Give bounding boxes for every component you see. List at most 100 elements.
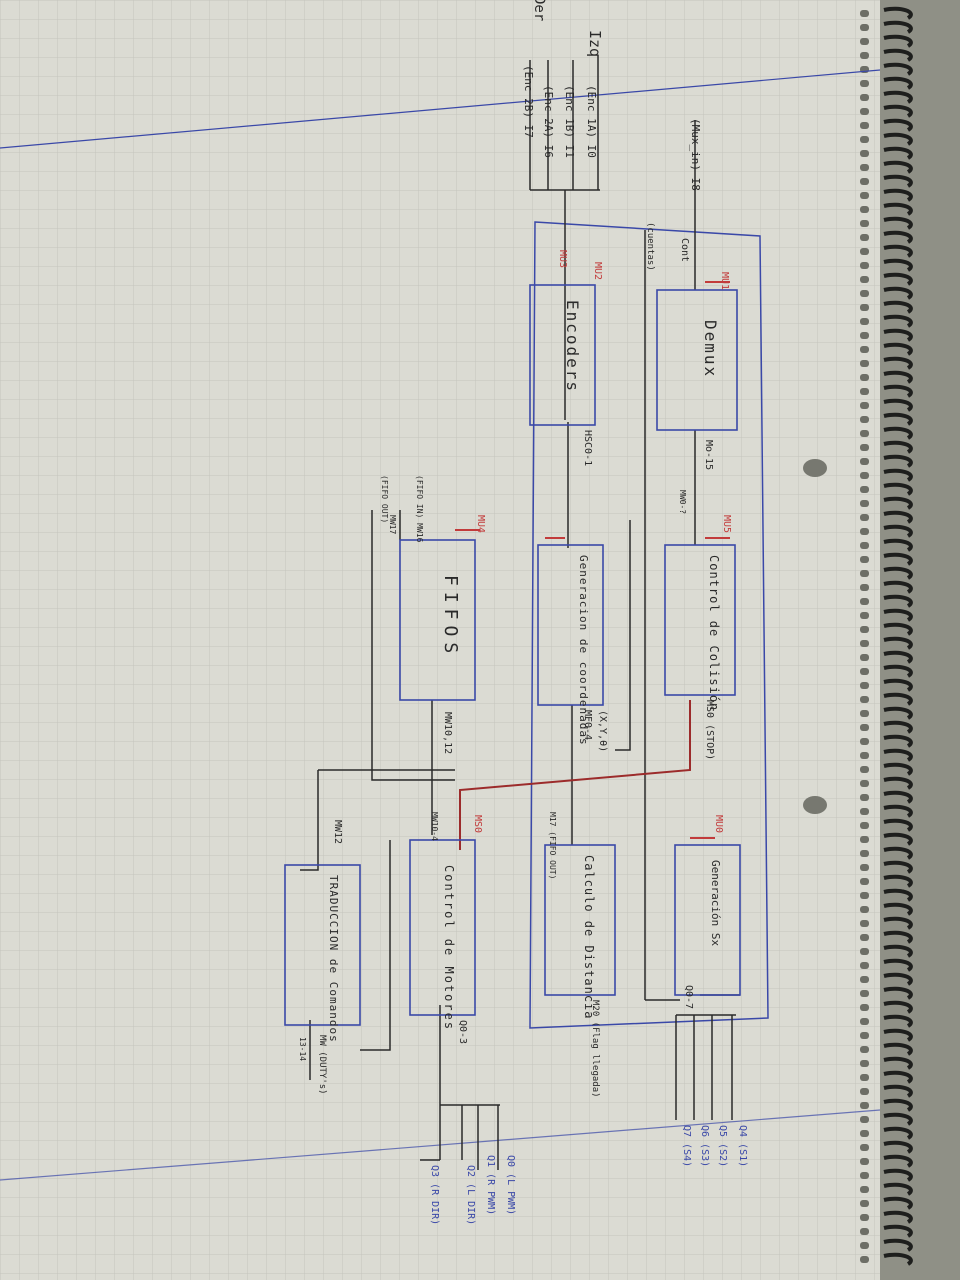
spiral-coil xyxy=(883,468,913,482)
spiral-hole xyxy=(860,220,869,227)
blocks xyxy=(284,284,741,1026)
block-generacion-coordenadas-label: Generacion de coordenadas xyxy=(577,555,590,746)
spiral-coil xyxy=(883,1210,913,1224)
spiral-hole xyxy=(860,780,869,787)
spiral-hole xyxy=(860,1130,869,1137)
sig-q07: Q0-7 xyxy=(683,985,694,1009)
spiral-hole xyxy=(860,150,869,157)
spiral-coil xyxy=(883,62,913,76)
wiring xyxy=(300,55,740,1170)
spiral-hole xyxy=(860,822,869,829)
spiral-hole xyxy=(860,766,869,773)
spiral-hole xyxy=(860,500,869,507)
spiral-binding xyxy=(860,6,913,1266)
spiral-coil xyxy=(883,1112,913,1126)
output-motor-3: Q3 (R DIR) xyxy=(429,1165,440,1225)
spiral-coil xyxy=(883,1042,913,1056)
output-motor-1: Q1 (R PWM) xyxy=(485,1155,496,1215)
output-motor-0: Q0 (L PWM) xyxy=(505,1155,516,1215)
spiral-coil xyxy=(883,1238,913,1252)
spiral-hole xyxy=(860,206,869,213)
spiral-hole xyxy=(860,626,869,633)
spiral-coil xyxy=(883,482,913,496)
block-calculo-distancia xyxy=(544,844,616,996)
spiral-coil xyxy=(883,650,913,664)
spiral-hole xyxy=(860,402,869,409)
sig-mw-duty: MW (DUTY's) xyxy=(317,1035,327,1095)
spiral-coil xyxy=(883,48,913,62)
sig-hsc: HSC0-1 xyxy=(582,430,593,466)
spiral-coil xyxy=(883,454,913,468)
spiral-hole xyxy=(860,934,869,941)
spiral-hole xyxy=(860,486,869,493)
spiral-coil xyxy=(883,426,913,440)
spiral-coil xyxy=(883,1252,913,1266)
spiral-coil xyxy=(883,1056,913,1070)
output-sx-0: Q4 (S1) xyxy=(737,1125,748,1167)
spiral-coil xyxy=(883,314,913,328)
block-fifos xyxy=(399,539,476,701)
spiral-coil xyxy=(883,594,913,608)
output-sx-2: Q6 (S3) xyxy=(699,1125,710,1167)
label-enc-3: (Enc 2B) I7 xyxy=(522,65,535,138)
label-mux-in: (Mux_in) I8 xyxy=(689,118,702,191)
spiral-coil xyxy=(883,90,913,104)
label-enc-2: (Enc 2A) I6 xyxy=(542,85,555,158)
spiral-coil xyxy=(883,1140,913,1154)
spiral-hole xyxy=(860,374,869,381)
output-sx-1: Q5 (S2) xyxy=(717,1125,728,1167)
spiral-hole xyxy=(860,234,869,241)
spiral-coil xyxy=(883,538,913,552)
sig-mso-stop: MS0 (STOP) xyxy=(704,700,715,760)
sig-mw: MW0-? xyxy=(678,490,687,514)
spiral-coil xyxy=(883,1168,913,1182)
spiral-coil xyxy=(883,160,913,174)
spiral-hole xyxy=(860,94,869,101)
tag-mu3: MU3 xyxy=(557,250,568,268)
spiral-hole xyxy=(860,584,869,591)
spiral-coil xyxy=(883,972,913,986)
block-generacion-coordenadas xyxy=(537,544,604,706)
spiral-coil xyxy=(883,230,913,244)
spiral-hole xyxy=(860,388,869,395)
sig-mw12: MW12 xyxy=(332,820,343,844)
spiral-hole xyxy=(860,794,869,801)
spiral-hole xyxy=(860,136,869,143)
spiral-hole xyxy=(860,570,869,577)
spiral-coil xyxy=(883,286,913,300)
spiral-coil xyxy=(883,328,913,342)
spiral-hole xyxy=(860,542,869,549)
spiral-hole xyxy=(860,710,869,717)
spiral-hole xyxy=(860,1074,869,1081)
spiral-coil xyxy=(883,762,913,776)
spiral-coil xyxy=(883,1154,913,1168)
tag-mu0: MU0 xyxy=(713,815,724,833)
sig-xyo: (X,Y,θ) xyxy=(597,710,608,752)
spiral-hole xyxy=(860,1060,869,1067)
spiral-hole xyxy=(860,430,869,437)
spiral-hole xyxy=(860,360,869,367)
spiral-coil xyxy=(883,174,913,188)
label-group-izq: Izq xyxy=(586,30,604,57)
block-encoders xyxy=(529,284,596,426)
spiral-coil xyxy=(883,776,913,790)
spiral-coil xyxy=(883,790,913,804)
spiral-hole xyxy=(860,164,869,171)
sig-m17-fifo: M17 (FIFO OUT) xyxy=(548,812,557,879)
spiral-hole xyxy=(860,290,869,297)
spiral-hole xyxy=(860,528,869,535)
spiral-coil xyxy=(883,132,913,146)
spiral-coil xyxy=(883,748,913,762)
spiral-hole xyxy=(860,1032,869,1039)
spiral-hole xyxy=(860,1018,869,1025)
sig-mfo: MF0-4 xyxy=(582,710,593,740)
system-boundary xyxy=(529,221,769,1029)
spiral-hole xyxy=(860,1172,869,1179)
block-control-colision xyxy=(664,544,736,696)
spiral-hole xyxy=(860,178,869,185)
spiral-coil xyxy=(883,34,913,48)
spiral-coil xyxy=(883,384,913,398)
sig-cuentas: (cuentas) xyxy=(645,222,655,271)
